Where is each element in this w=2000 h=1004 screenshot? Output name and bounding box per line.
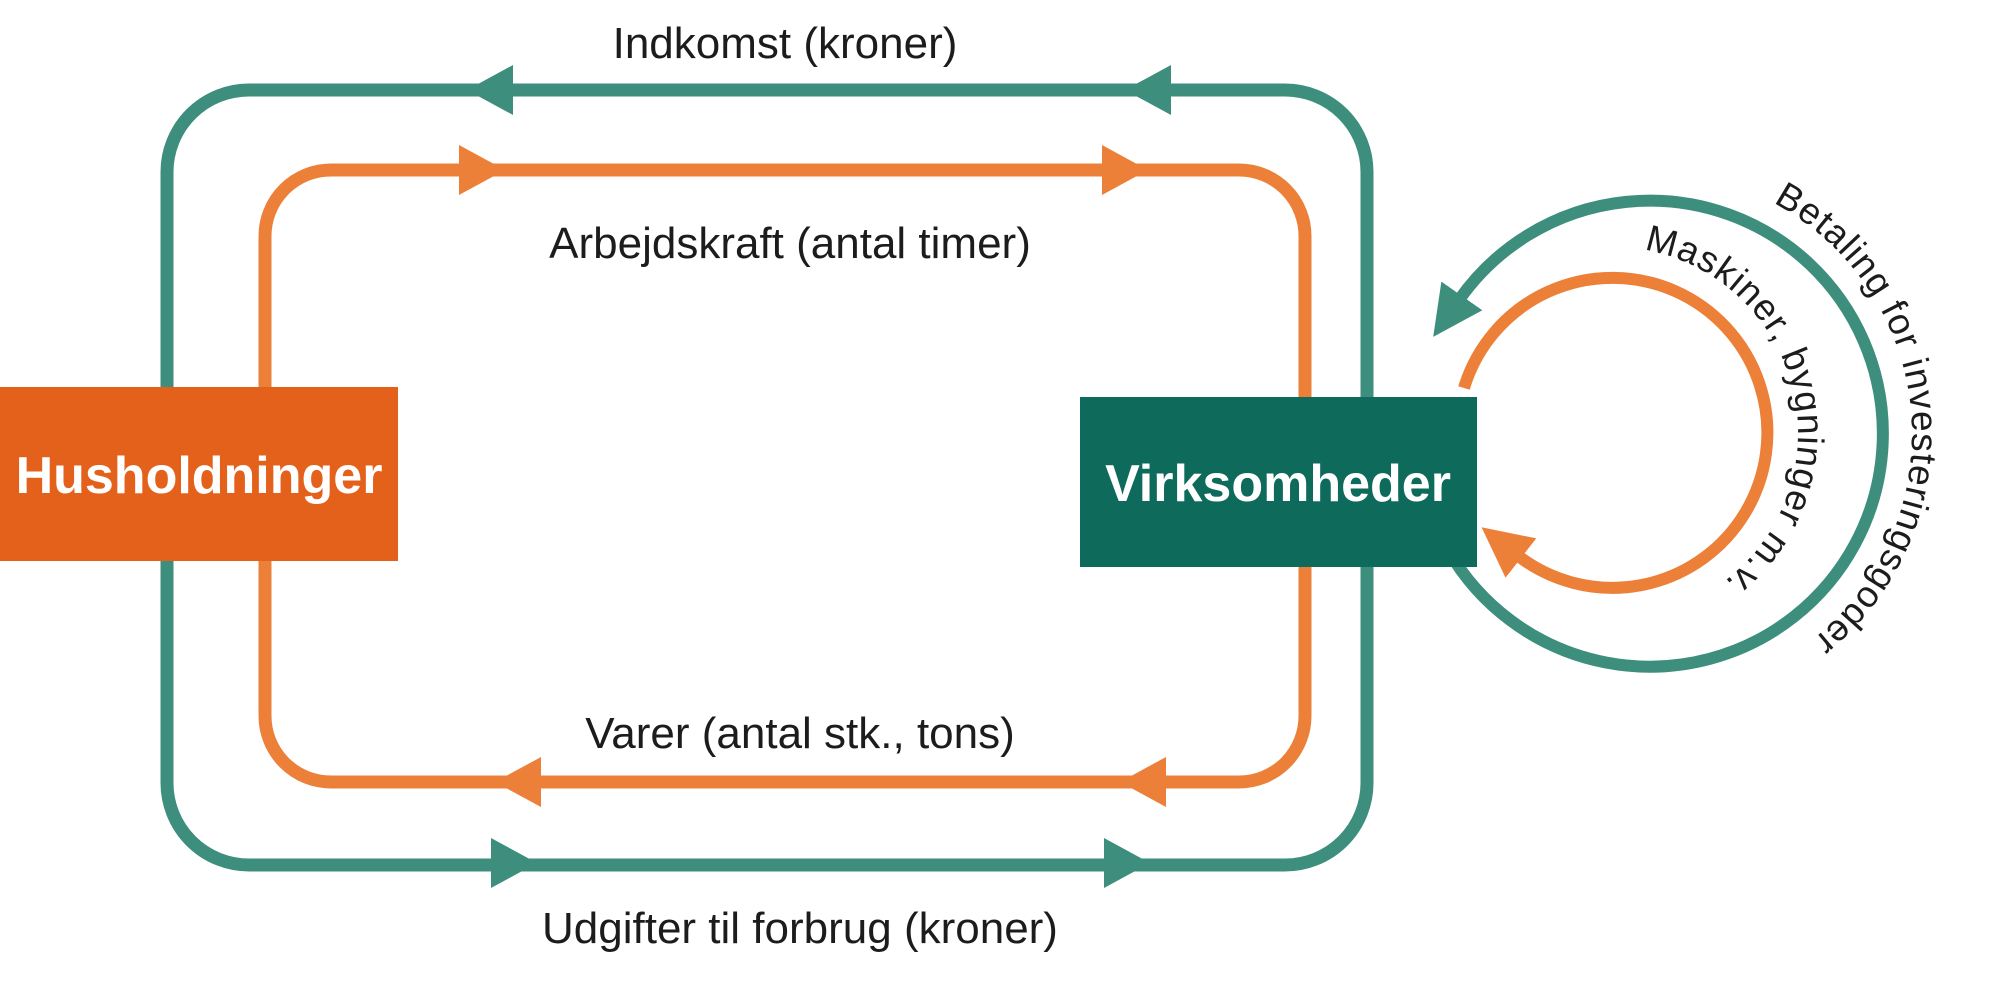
goods-arrowhead-right [1120,757,1166,807]
firms-box [1080,397,1477,567]
spending-flow-label: Udgifter til forbrug (kroner) [542,904,1058,953]
investment-goods-label-text: Maskiner, bygninger m.v. [1642,217,1830,608]
firms-box-label: Virksomheder [1105,455,1451,513]
goods-flow-label: Varer (antal stk., tons) [585,709,1015,758]
income-arrowhead-right [1125,65,1171,115]
income-arrowhead-left [467,65,513,115]
income-flow-label: Indkomst (kroner) [613,19,958,68]
spending-arrowhead-right [1104,838,1150,888]
labor-arrowhead-right [1102,145,1148,195]
investment-payment-arc [1433,194,1889,673]
households-box-label: Husholdninger [16,447,383,505]
investment-goods-label: Maskiner, bygninger m.v. [1642,217,1831,608]
labor-arrowhead-left [459,145,505,195]
households-box [0,387,398,561]
goods-arrowhead-left [495,757,541,807]
labor-flow-label: Arbejdskraft (antal timer) [549,219,1031,268]
investment-goods-arc [1458,271,1774,594]
spending-arrowhead-left [491,838,537,888]
